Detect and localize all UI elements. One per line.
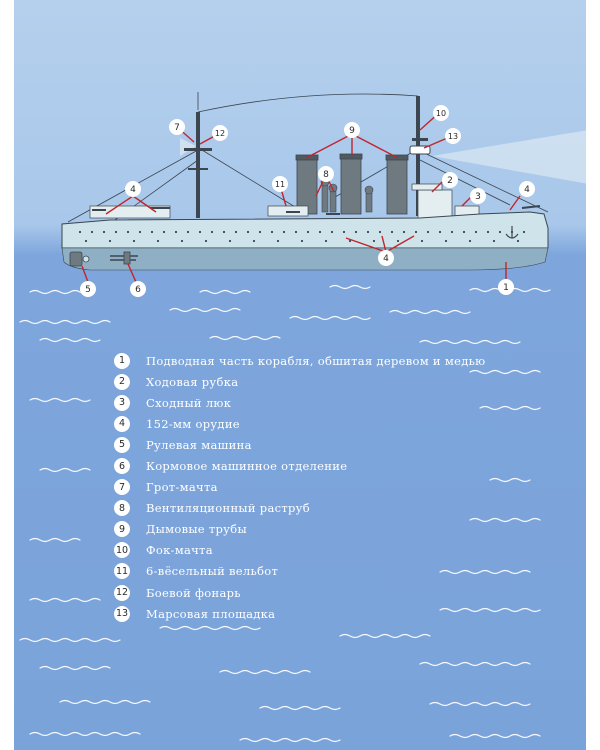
legend-item: 7 Грот-мачта — [114, 477, 554, 498]
svg-text:13: 13 — [448, 132, 458, 141]
svg-text:11: 11 — [275, 180, 285, 189]
legend-label: Вентиляционный раструб — [146, 501, 310, 516]
guns — [92, 205, 541, 215]
legend-number: 1 — [114, 352, 130, 369]
legend-item: 2 Ходовая рубка — [114, 371, 554, 392]
callout-1: 1 — [498, 279, 514, 295]
legend-number: 7 — [114, 479, 130, 496]
callout-7: 7 — [169, 119, 185, 135]
searchlight-beam-aft — [180, 138, 196, 156]
callout-10: 10 — [433, 105, 449, 121]
legend-number: 6 — [114, 458, 130, 475]
callout-11: 11 — [272, 176, 288, 192]
svg-text:8: 8 — [323, 170, 329, 180]
main-mast — [184, 112, 212, 218]
callout-12: 12 — [212, 125, 228, 141]
legend-item: 5 Рулевая машина — [114, 434, 554, 455]
legend-item: 10 Фок-мачта — [114, 540, 554, 561]
legend-number: 2 — [114, 373, 130, 390]
legend-label: Кормовое машинное отделение — [146, 459, 348, 474]
legend-label: Дымовые трубы — [146, 522, 247, 537]
callout-markers: 1 2 3 4 4 4 5 6 7 8 9 10 11 12 13 — [80, 105, 535, 297]
legend-item: 8 Вентиляционный раструб — [114, 498, 554, 519]
page-margin-right — [586, 0, 600, 750]
callout-lines — [81, 111, 521, 283]
legend-number: 5 — [114, 436, 130, 453]
svg-text:4: 4 — [524, 185, 530, 195]
sea-waves — [19, 284, 551, 743]
legend-number: 10 — [114, 542, 130, 559]
callout-3: 3 — [470, 188, 486, 204]
funnels — [295, 153, 409, 215]
legend-label: Подводная часть корабля, обшитая деревом… — [146, 353, 486, 368]
callout-4-mid: 4 — [378, 250, 394, 266]
legend-label: Сходный люк — [146, 395, 232, 410]
legend-item: 9 Дымовые трубы — [114, 519, 554, 540]
svg-text:10: 10 — [436, 109, 446, 118]
underwater-hull — [61, 247, 549, 271]
legend-number: 3 — [114, 394, 130, 411]
legend-item: 12 Боевой фонарь — [114, 582, 554, 603]
legend-item: 1 Подводная часть корабля, обшитая дерев… — [114, 350, 554, 371]
legend-number: 12 — [114, 584, 130, 601]
svg-text:4: 4 — [130, 185, 136, 195]
legend: 1 Подводная часть корабля, обшитая дерев… — [114, 350, 554, 624]
svg-text:2: 2 — [447, 176, 453, 186]
legend-label: Боевой фонарь — [146, 585, 241, 600]
legend-item: 4 152-мм орудие — [114, 413, 554, 434]
svg-text:9: 9 — [349, 126, 355, 136]
legend-item: 13 Марсовая площадка — [114, 603, 554, 624]
legend-item: 3 Сходный люк — [114, 392, 554, 413]
legend-label: Рулевая машина — [146, 437, 252, 452]
searchlight-beam-fore — [432, 128, 600, 186]
svg-text:1: 1 — [503, 283, 509, 293]
callout-8: 8 — [318, 166, 334, 182]
svg-text:4: 4 — [383, 254, 389, 264]
legend-label: Марсовая площадка — [146, 606, 276, 621]
legend-number: 9 — [114, 521, 130, 538]
legend-label: Ходовая рубка — [146, 374, 239, 389]
svg-text:12: 12 — [215, 129, 225, 138]
svg-text:3: 3 — [475, 192, 481, 202]
callout-9: 9 — [344, 122, 360, 138]
callout-4-aft: 4 — [125, 181, 141, 197]
steering-machine — [69, 251, 90, 267]
legend-label: 6-вёсельный вельбот — [146, 564, 279, 579]
legend-item: 6 Кормовое машинное отделение — [114, 455, 554, 476]
aft-engine — [110, 251, 138, 265]
callout-5: 5 — [80, 281, 96, 297]
page-margin-left — [0, 0, 14, 750]
svg-text:7: 7 — [174, 123, 180, 133]
svg-text:5: 5 — [85, 285, 91, 295]
anchor-icon — [505, 226, 519, 239]
svg-text:6: 6 — [135, 285, 141, 295]
legend-number: 13 — [114, 605, 130, 622]
portholes — [78, 230, 526, 243]
legend-number: 11 — [114, 563, 130, 580]
legend-label: Фок-мачта — [146, 543, 213, 558]
callout-2: 2 — [442, 172, 458, 188]
legend-item: 11 6-вёсельный вельбот — [114, 561, 554, 582]
legend-number: 4 — [114, 415, 130, 432]
legend-number: 8 — [114, 500, 130, 517]
legend-label: 152-мм орудие — [146, 416, 240, 431]
legend-label: Грот-мачта — [146, 480, 218, 495]
callout-6: 6 — [130, 281, 146, 297]
callout-4-fore: 4 — [519, 181, 535, 197]
callout-13: 13 — [445, 128, 461, 144]
